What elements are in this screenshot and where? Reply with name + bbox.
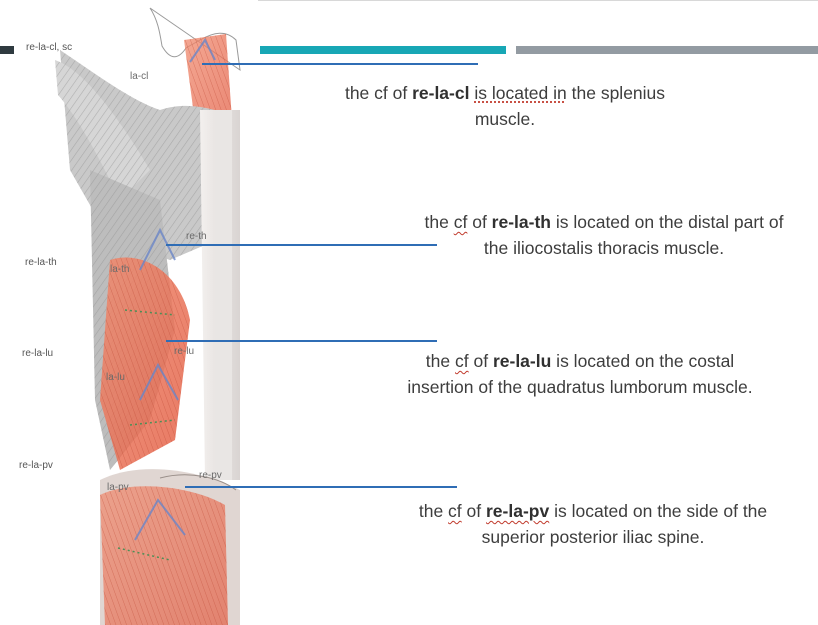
point-label-re-pv: re-pv [199,470,222,481]
description-re-la-pv: the cf of re-la-pv is located on the sid… [390,498,796,550]
desc-cl-mid: is located in [474,83,567,103]
desc-lu-code: re-la-lu [492,351,552,371]
connector-line-cl [202,63,478,65]
point-label-re-lu: re-lu [174,346,195,357]
top-divider [258,0,818,1]
description-re-la-cl: the cf of re-la-cl is located in the spl… [310,80,700,132]
left-accent-marker [0,46,14,54]
side-label-re-la-pv: re-la-pv [19,460,53,471]
desc-pv-line2: superior posterior iliac spine. [481,527,705,547]
connector-line-th [166,244,437,246]
desc-th-of: of [467,212,492,232]
desc-th-cf: cf [453,212,468,232]
desc-cl-code: re-la-cl [412,83,470,103]
connector-line-lu [166,340,437,342]
desc-lu-prefix: the [425,351,455,371]
point-label-la-lu: la-lu [106,372,125,383]
desc-lu-cf: cf [455,351,469,371]
side-label-re-la-lu: re-la-lu [22,348,54,359]
desc-cl-prefix: the cf of [344,83,413,103]
desc-pv-of: of [461,501,486,521]
desc-th-code: re-la-th [491,212,551,232]
desc-pv-suffix: is located on the side of the [549,501,768,521]
description-re-la-th: the cf of re-la-th is located on the dis… [396,209,812,261]
point-label-re-th: re-th [186,231,207,242]
side-label-re-la-th: re-la-th [25,257,57,268]
desc-pv-cf: cf [448,501,462,521]
desc-lu-suffix: is located on the costal [551,351,735,371]
connector-line-pv [185,486,457,488]
desc-lu-line2: insertion of the quadratus lumborum musc… [407,377,753,397]
desc-lu-of: of [468,351,493,371]
desc-cl-line2: muscle. [474,109,536,129]
desc-pv-prefix: the [418,501,449,521]
side-label-re-la-cl-sc: re-la-cl, sc [26,42,73,53]
description-re-la-lu: the cf of re-la-lu is located on the cos… [376,348,784,400]
back-muscles-illustration [55,7,241,625]
desc-cl-suffix: the splenius [566,83,666,103]
desc-th-line2: the iliocostalis thoracis muscle. [483,238,725,258]
point-label-la-cl: la-cl [130,71,149,82]
point-label-la-pv: la-pv [107,482,129,493]
desc-th-prefix: the [424,212,454,232]
teal-accent-bar [260,46,506,54]
point-label-la-th: la-th [110,264,130,275]
gray-accent-bar [516,46,818,54]
desc-pv-code: re-la-pv [486,501,550,521]
desc-th-suffix: is located on the distal part of [550,212,784,232]
